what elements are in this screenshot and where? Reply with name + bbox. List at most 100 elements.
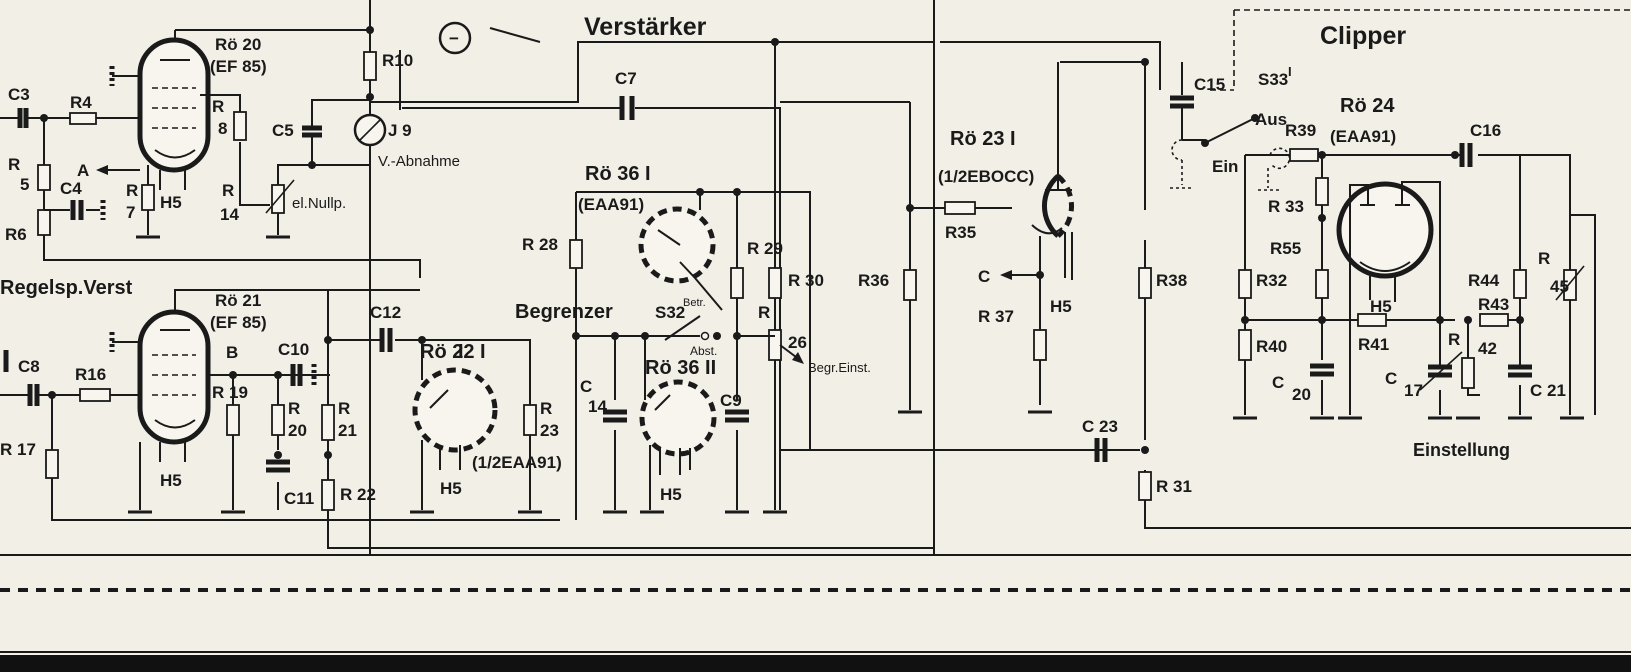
ro22-heater [439, 445, 461, 470]
s32-abst-label: Abst. [690, 344, 717, 358]
j9-label: J 9 [388, 121, 412, 140]
c5-label: C5 [272, 121, 294, 140]
minus-symbol: − [449, 29, 459, 48]
title-limiter: Begrenzer [515, 301, 613, 323]
c15-ground [1170, 139, 1194, 189]
node [1451, 151, 1459, 159]
node [1141, 446, 1149, 454]
s32-label: S32 [655, 303, 685, 322]
node [1241, 316, 1249, 324]
r28-label: R 28 [522, 235, 558, 254]
r32-label: R32 [1256, 271, 1287, 290]
wire-c7 [402, 107, 1140, 510]
node [1318, 316, 1326, 324]
title-gain-amp: Regelsp.Verst [0, 277, 133, 299]
r43-label: R43 [1478, 295, 1509, 314]
r26-label: R [758, 303, 770, 322]
r14-pot-arrow [265, 179, 295, 214]
node [324, 451, 332, 459]
r35-resistor [944, 201, 976, 215]
r41-label: R41 [1358, 335, 1389, 354]
wire-ro20-anode [174, 29, 371, 97]
label-B: B [226, 343, 238, 362]
s32-switch-arm[interactable] [664, 315, 701, 341]
wire-r21-r22 [327, 290, 934, 549]
wire-ro36b [644, 336, 651, 510]
aus-label: Aus [1255, 110, 1287, 129]
r35-label: R35 [945, 223, 976, 242]
s32-betr-label: Betr. [683, 297, 706, 309]
ro22-anode [429, 389, 449, 409]
wire-r29-r30 [736, 42, 776, 510]
r36-label: R36 [858, 271, 889, 290]
ro36b-heater [659, 448, 691, 475]
arrow-C-icon [1000, 270, 1012, 280]
r32-resistor [1238, 269, 1252, 299]
s33-label: S33 [1258, 70, 1288, 89]
r23-label: R [540, 399, 552, 418]
r37-resistor [1033, 329, 1047, 361]
r7-label: R [126, 181, 138, 200]
wire-input-ro20 [0, 117, 421, 278]
wire-top-bus [400, 41, 1161, 103]
ein-label: Ein [1212, 157, 1238, 176]
r10-label: R10 [382, 51, 413, 70]
r40-resistor [1238, 329, 1252, 361]
node [1318, 214, 1326, 222]
r17-resistor [45, 449, 59, 479]
r20-label: R [288, 399, 300, 418]
r42-resistor [1461, 357, 1475, 389]
r28-resistor [569, 239, 583, 269]
node [274, 371, 282, 379]
r29-resistor [730, 267, 744, 299]
wire-meter [312, 97, 371, 166]
r16-resistor [79, 388, 111, 402]
r20-num: 20 [288, 421, 307, 440]
r19-resistor [226, 404, 240, 436]
r38-resistor [1138, 267, 1152, 299]
r55-label: R55 [1270, 239, 1301, 258]
r45-resistor [1563, 269, 1577, 301]
ro36a-tube-icon [638, 206, 716, 284]
v-abnahme-label: V.-Abnahme [378, 153, 460, 170]
s32-contact [700, 331, 710, 341]
arrow-minus-line [489, 27, 541, 43]
node [1516, 316, 1524, 324]
c17-num: 17 [1404, 381, 1423, 400]
r26-num: 26 [788, 333, 807, 352]
r31-resistor [1138, 471, 1152, 501]
r21-label: R [338, 399, 350, 418]
ro20-label: Rö 20 [215, 35, 261, 54]
c8-label: C8 [18, 357, 40, 376]
r26-resistor [768, 329, 782, 361]
r7-resistor [141, 184, 155, 211]
r6-label: R6 [5, 225, 27, 244]
node [1251, 114, 1259, 122]
ro21-type: (EF 85) [210, 313, 267, 332]
r5-label: R [8, 155, 20, 174]
c14-label: C [580, 377, 592, 396]
ro36a-anode [657, 229, 681, 246]
wire-input-ro21 [0, 394, 560, 521]
c23-label: C 23 [1082, 417, 1118, 436]
r31-label: R 31 [1156, 477, 1192, 496]
r5-resistor [37, 164, 51, 191]
r42-num: 42 [1478, 339, 1497, 358]
r45-pot-arrow [1555, 265, 1585, 301]
s33-switch-arm[interactable] [1204, 117, 1256, 144]
c16-label: C16 [1470, 121, 1501, 140]
r10-resistor [363, 51, 377, 81]
arrow-A-icon [96, 165, 108, 175]
wire-b-node [208, 374, 330, 510]
node [229, 371, 237, 379]
ro22-tube-icon [412, 367, 498, 453]
wire-ro21-cath [139, 442, 186, 510]
r14-num: 14 [220, 205, 239, 224]
ro24-tube-icon [1336, 181, 1434, 279]
node [40, 114, 48, 122]
r36-resistor [903, 269, 917, 301]
r8-num: 8 [218, 119, 227, 138]
r55-resistor [1315, 269, 1329, 299]
